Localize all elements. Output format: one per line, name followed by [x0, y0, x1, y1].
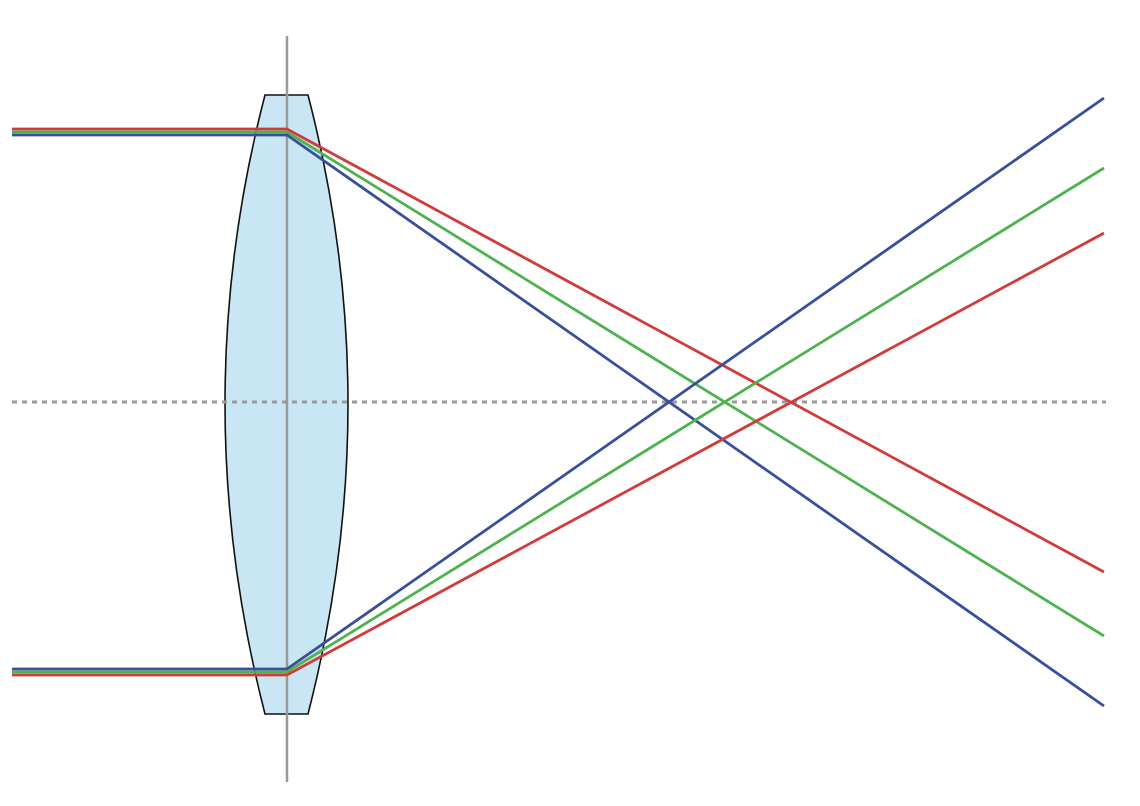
- ray-green-top: [12, 130, 1105, 638]
- ray-red-bottom: [12, 231, 1105, 677]
- ray-blue-top: [12, 133, 1105, 708]
- bottom-ray-bundle: [12, 96, 1105, 677]
- top-ray-bundle: [12, 127, 1105, 708]
- ray-red-top: [12, 127, 1105, 574]
- ray-green-bottom: [12, 166, 1105, 674]
- ray-blue-bottom: [12, 96, 1105, 671]
